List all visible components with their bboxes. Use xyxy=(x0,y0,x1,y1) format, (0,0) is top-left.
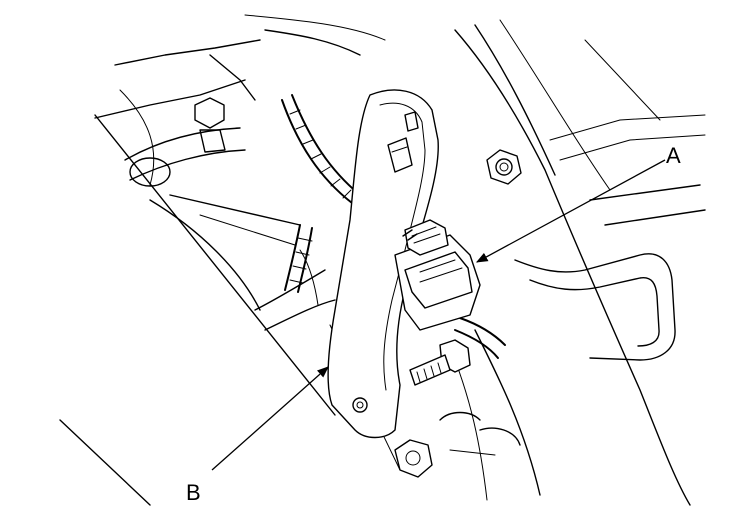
body-panel xyxy=(454,19,706,506)
callout-b-label: B xyxy=(186,480,201,505)
callout-a: A xyxy=(475,143,681,263)
panel-nut xyxy=(486,149,522,185)
callout-a-leader xyxy=(475,159,666,263)
callout-b-leader xyxy=(211,366,329,471)
mounting-bolt xyxy=(409,339,471,386)
engine-assembly xyxy=(94,14,386,331)
lower-bolt xyxy=(394,411,521,478)
sensor-connector xyxy=(394,219,481,331)
callout-b: B xyxy=(186,366,329,505)
callout-a-label: A xyxy=(666,143,681,168)
sensor-bracket xyxy=(327,89,439,439)
